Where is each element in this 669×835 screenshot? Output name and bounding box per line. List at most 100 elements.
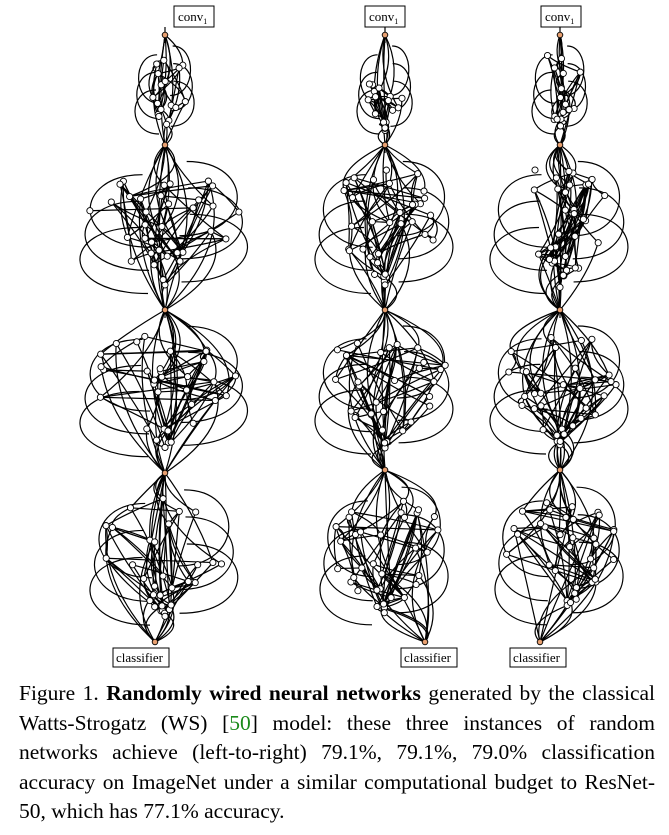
graph-node <box>141 221 149 229</box>
graph-node <box>207 227 215 235</box>
network-edges <box>79 27 629 643</box>
graph-node <box>148 238 156 246</box>
graph-node <box>194 561 202 569</box>
edge <box>170 381 215 443</box>
graph-node <box>96 393 104 401</box>
graph-node <box>545 561 553 569</box>
edge <box>559 195 606 311</box>
figure-caption: Figure 1. Randomly wired neural networks… <box>19 679 655 827</box>
edge <box>375 368 441 403</box>
edge <box>531 89 555 135</box>
graph-node <box>396 208 404 217</box>
graph-node <box>600 392 608 400</box>
graph-node <box>566 598 575 607</box>
graph-node <box>375 84 383 92</box>
edge <box>105 558 156 643</box>
graph-node <box>332 375 340 383</box>
edge <box>171 563 222 589</box>
edge <box>522 509 550 512</box>
edge <box>143 511 180 579</box>
graph-node <box>545 255 554 263</box>
edge <box>384 214 432 286</box>
graph-node <box>147 249 155 257</box>
graph-node <box>377 531 385 539</box>
graph-node <box>123 233 131 241</box>
citation-link[interactable]: 50 <box>229 710 251 735</box>
edge <box>98 502 152 579</box>
graph-node <box>535 250 543 258</box>
graph-node <box>572 595 580 603</box>
graph-node <box>160 56 168 64</box>
graph-node <box>86 207 94 215</box>
edge <box>546 502 568 606</box>
graph-node <box>167 438 175 446</box>
graph-node <box>430 513 438 521</box>
edge <box>538 247 561 311</box>
svg-text:conv1: conv1 <box>545 9 574 26</box>
graph-node <box>507 347 515 356</box>
graph-node <box>570 210 578 218</box>
graph-node <box>555 230 563 238</box>
edge <box>354 177 425 199</box>
edge <box>335 526 405 598</box>
graph-node <box>217 560 226 568</box>
edge <box>164 144 214 207</box>
edge <box>383 516 435 613</box>
edge <box>539 531 615 643</box>
edge <box>489 389 547 455</box>
edge <box>348 517 359 591</box>
graph-node <box>521 392 529 400</box>
conv-input-box-3: conv1 <box>540 5 582 28</box>
edge <box>89 556 151 626</box>
graph-node <box>510 524 518 533</box>
graph-node <box>127 257 135 265</box>
edge <box>84 364 150 435</box>
edge <box>146 370 169 443</box>
edge <box>164 199 200 286</box>
edge <box>418 575 434 643</box>
graph-node <box>594 239 602 247</box>
graph-node <box>112 339 120 348</box>
edge <box>138 54 160 104</box>
graph-node <box>530 186 538 194</box>
edge <box>93 529 151 603</box>
edge <box>345 355 372 416</box>
edge <box>318 200 372 271</box>
edge <box>563 339 593 435</box>
edge <box>171 511 197 588</box>
hub-node <box>161 306 169 314</box>
graph-node <box>582 404 590 412</box>
graph-node <box>421 230 429 238</box>
edge <box>136 71 160 120</box>
figure-number: Figure 1. <box>19 681 99 705</box>
edge <box>179 543 239 614</box>
hub-node <box>381 466 389 474</box>
svg-text:conv1: conv1 <box>178 9 207 26</box>
graph-node <box>165 520 173 528</box>
edge <box>398 376 454 444</box>
edge <box>358 344 398 387</box>
graph-node <box>561 252 569 260</box>
graph-node <box>222 392 230 400</box>
graph-node <box>154 388 162 396</box>
edge <box>524 347 557 397</box>
edge <box>389 45 410 97</box>
graph-node <box>192 508 200 516</box>
graph-node <box>351 413 359 422</box>
graph-node <box>369 176 378 184</box>
graph-node <box>151 603 159 611</box>
edge <box>573 213 629 283</box>
graph-node <box>408 201 417 209</box>
edge <box>346 354 430 398</box>
graph-node <box>576 384 584 392</box>
edge <box>105 498 164 527</box>
graph-node <box>166 180 174 188</box>
graph-node <box>400 593 408 602</box>
edge <box>151 230 212 243</box>
graph-node <box>588 175 596 183</box>
graph-node <box>547 244 555 252</box>
caption-title: Randomly wired neural networks <box>106 681 421 705</box>
graph-node <box>183 386 191 394</box>
edge <box>384 469 414 518</box>
graph-node <box>231 372 240 380</box>
